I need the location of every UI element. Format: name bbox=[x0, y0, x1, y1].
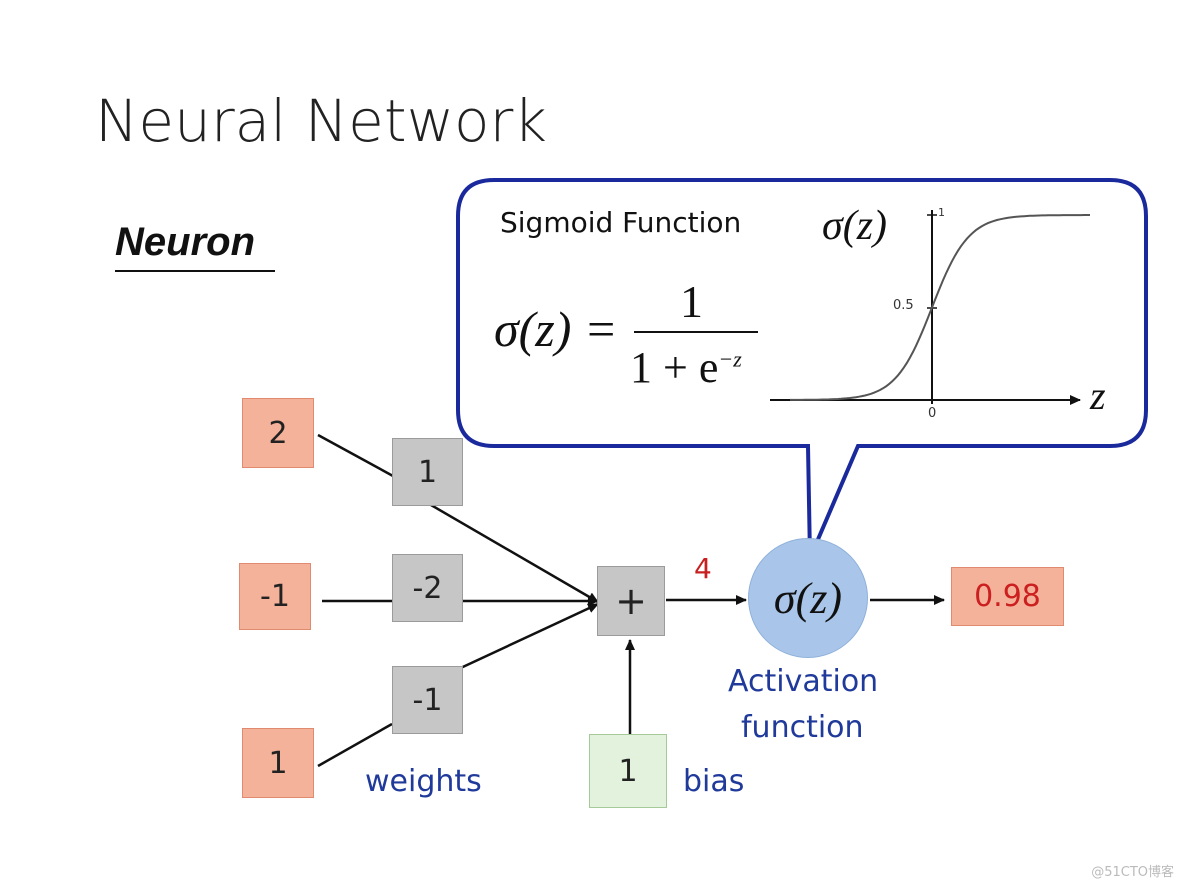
sum-node: + bbox=[597, 566, 665, 636]
input-node-1: 2 bbox=[242, 398, 314, 468]
weight-node-3: -1 bbox=[392, 666, 463, 734]
output-node: 0.98 bbox=[951, 567, 1064, 626]
input-node-2: -1 bbox=[239, 563, 311, 630]
graph-x-label: z bbox=[1090, 373, 1106, 418]
edge-input3-weight bbox=[451, 602, 599, 674]
formula-fraction-bar bbox=[634, 331, 758, 333]
graph-tick-label-x0: 0 bbox=[928, 406, 937, 421]
formula-numerator: 1 bbox=[680, 276, 703, 327]
weights-label: weights bbox=[365, 764, 482, 799]
activation-node: σ(z) bbox=[748, 538, 868, 658]
edge-input1-weight bbox=[430, 503, 599, 604]
subtitle-underline bbox=[115, 270, 275, 272]
formula-denominator: 1 + e−z bbox=[630, 342, 742, 393]
graph-y-label: σ(z) bbox=[822, 203, 888, 249]
section-subtitle: Neuron bbox=[115, 220, 255, 264]
page-title: Neural Network bbox=[95, 87, 547, 155]
edge-input1 bbox=[317, 433, 394, 478]
bias-label: bias bbox=[683, 764, 745, 799]
activation-symbol: σ(z) bbox=[773, 573, 843, 623]
edge-input3 bbox=[317, 722, 393, 768]
graph-tick-label-y05: 0.5 bbox=[893, 298, 914, 313]
bias-node: 1 bbox=[589, 734, 667, 808]
weight-node-2: -2 bbox=[392, 554, 463, 622]
watermark: @51CTO博客 bbox=[1091, 865, 1174, 880]
input-node-3: 1 bbox=[242, 728, 314, 798]
sum-value: 4 bbox=[694, 552, 712, 585]
callout-title: Sigmoid Function bbox=[500, 206, 742, 239]
formula-denominator-base: 1 + e bbox=[630, 343, 719, 392]
activation-label-line1: Activation bbox=[728, 664, 879, 699]
formula-exponent: −z bbox=[718, 346, 742, 372]
formula-lhs: σ(z) = bbox=[494, 301, 618, 357]
sigmoid-curve bbox=[790, 214, 1090, 401]
weight-node-1: 1 bbox=[392, 438, 463, 506]
graph-tick-label-y1: 1 bbox=[938, 206, 945, 219]
activation-label-line2: function bbox=[741, 710, 864, 745]
